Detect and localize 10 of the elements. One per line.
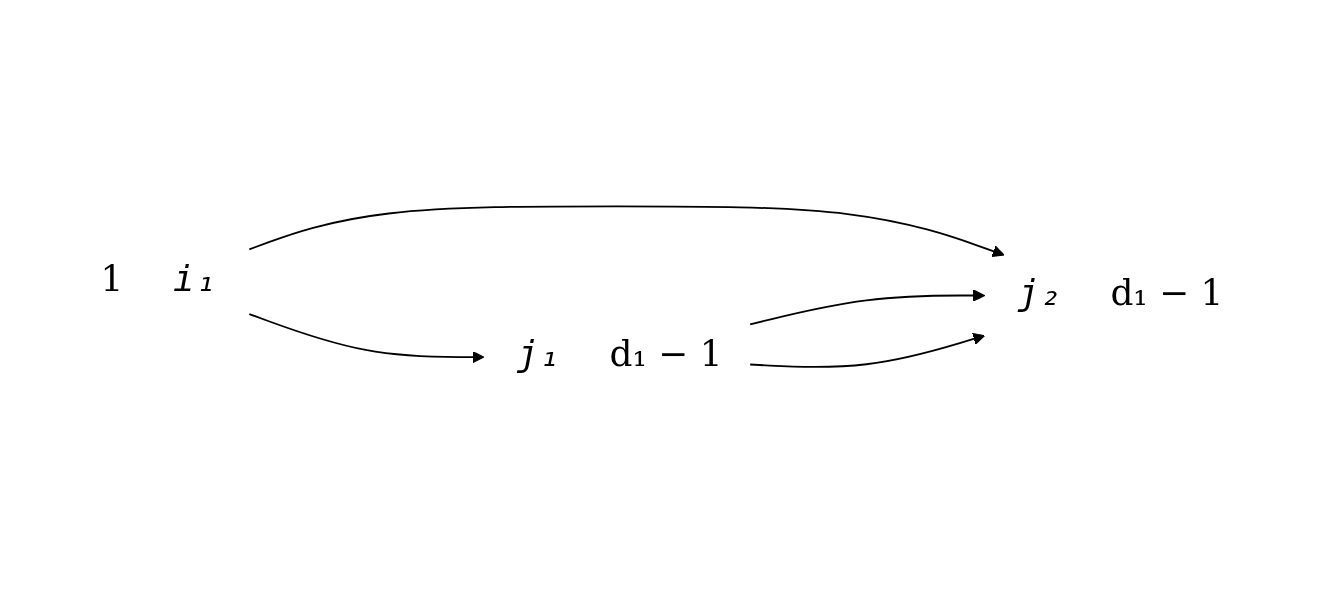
node-label: 1 bbox=[100, 257, 124, 300]
arrow bbox=[248, 205, 1005, 258]
node-label: d₁ − 1 bbox=[1110, 271, 1224, 313]
arrow bbox=[749, 333, 986, 368]
node-text: i₁ bbox=[173, 257, 217, 300]
arrow bbox=[248, 313, 485, 364]
node-text: j₁ bbox=[516, 333, 560, 375]
node-label: d₁ − 1 bbox=[609, 333, 723, 375]
arrow bbox=[749, 289, 986, 326]
node-text: j₂ bbox=[1017, 271, 1061, 313]
